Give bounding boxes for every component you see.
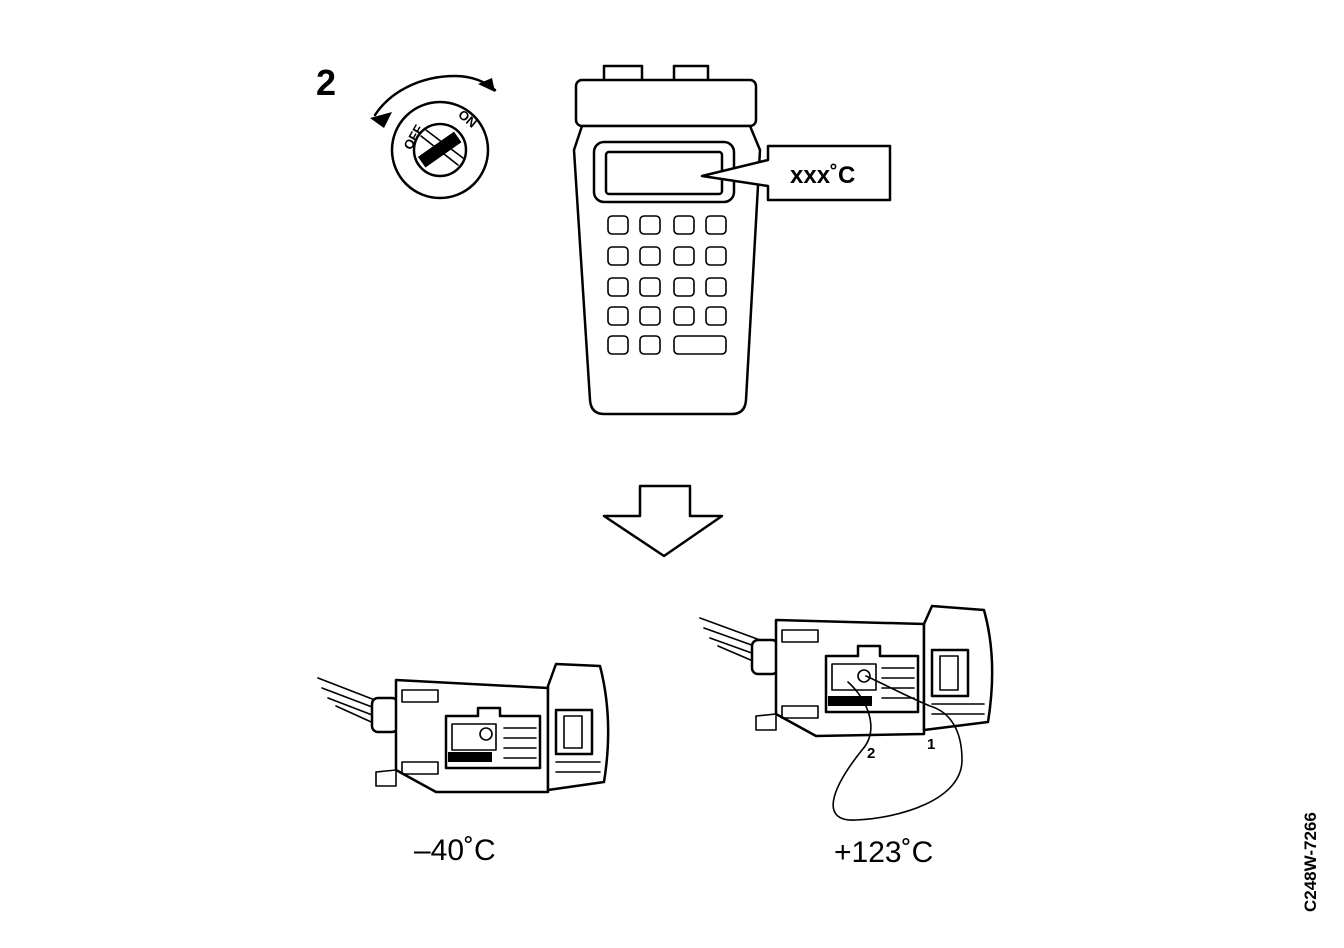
display-readout-callout: xxx˚C — [790, 162, 855, 189]
tester-unit: xxx˚C — [572, 64, 892, 416]
tester-keypad — [607, 215, 727, 355]
down-arrow-icon — [602, 484, 724, 558]
ignition-switch-icon: OFF ON — [370, 74, 497, 200]
connector-jumpered-caption: +123˚C — [834, 836, 933, 869]
connector-open — [317, 662, 610, 794]
step-number: 2 — [316, 62, 336, 103]
connector-jumpered — [699, 604, 994, 821]
terminal-1-label: 1 — [927, 736, 935, 753]
figure-code: C248W-7266 — [1301, 812, 1320, 912]
connector-open-caption: –40˚C — [414, 834, 496, 867]
terminal-2-label: 2 — [867, 745, 875, 762]
